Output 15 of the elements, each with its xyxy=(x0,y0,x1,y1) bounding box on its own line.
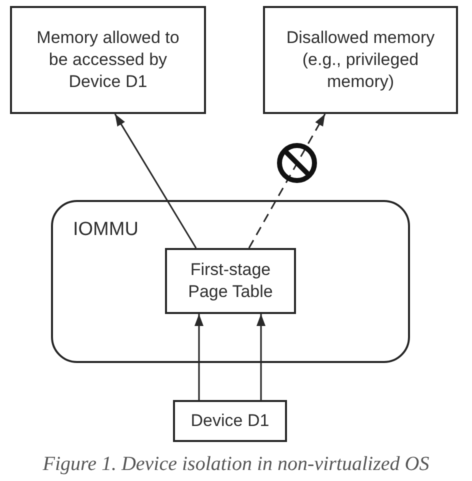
arrow xyxy=(114,114,197,248)
arrow xyxy=(256,314,266,400)
container-heading: IOMMU xyxy=(73,218,138,242)
node-text: Memory allowed to be accessed by Device D1 xyxy=(36,27,180,93)
process-box xyxy=(173,400,287,442)
dashed-arrow xyxy=(248,114,326,248)
node-text: First-stage Page Table xyxy=(187,259,274,303)
process-box xyxy=(10,6,206,114)
node-text: Disallowed memory (e.g., privileged memory) xyxy=(285,27,436,93)
arrow xyxy=(194,314,204,400)
process-box xyxy=(263,6,458,114)
rounded-container xyxy=(51,200,410,363)
process-box xyxy=(165,248,296,314)
node-text: Device D1 xyxy=(190,410,270,432)
figure-caption: Figure 1. Device isolation in non-virtualized OS xyxy=(42,453,430,475)
